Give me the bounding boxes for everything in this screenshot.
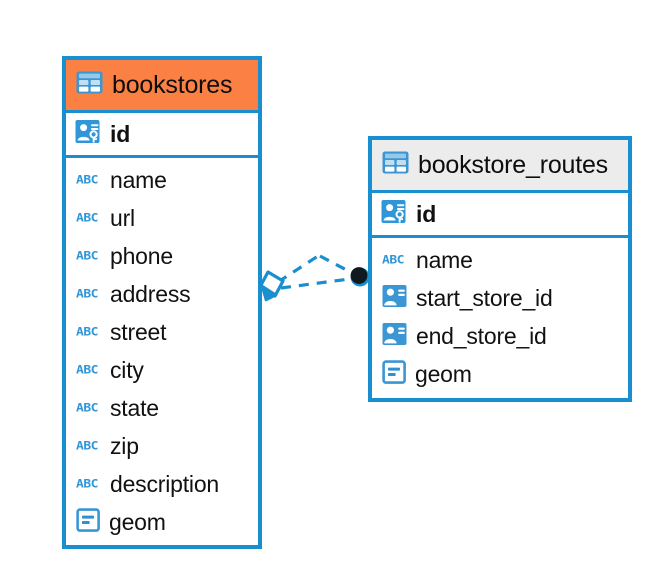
foreign-key-icon [382, 284, 408, 313]
table-header-bookstores[interactable]: bookstores [66, 60, 258, 110]
entity-table-bookstore-routes[interactable]: bookstore_routes id ABC name [368, 136, 632, 402]
field-list-bookstore-routes: ABC name start_store_id [372, 238, 628, 393]
field-label: city [110, 356, 144, 383]
one-endpoint-circle [350, 267, 370, 287]
field-row-name[interactable]: ABC name [372, 241, 628, 279]
field-label: id [416, 200, 437, 227]
table-title: bookstore_routes [418, 150, 608, 179]
field-row-url[interactable]: ABC url [66, 199, 258, 237]
abc-text-icon: ABC [76, 325, 98, 339]
field-label: url [110, 204, 135, 231]
field-label: id [110, 120, 131, 147]
field-label: end_store_id [416, 322, 547, 349]
field-row-address[interactable]: ABC address [66, 275, 258, 313]
field-label: geom [415, 360, 472, 387]
geometry-icon [382, 359, 407, 389]
field-label: name [416, 246, 473, 273]
abc-text-icon: ABC [76, 249, 98, 263]
entity-table-bookstores[interactable]: bookstores id ABC name [62, 56, 262, 549]
field-list-bookstores: ABC name ABC url ABC phone ABC address A… [66, 158, 258, 541]
geometry-icon [76, 507, 101, 537]
abc-text-icon: ABC [76, 363, 98, 377]
field-row-zip[interactable]: ABC zip [66, 427, 258, 465]
field-row-name[interactable]: ABC name [66, 161, 258, 199]
field-label: address [110, 280, 191, 307]
abc-text-icon: ABC [76, 173, 98, 187]
field-row-start-store-id[interactable]: start_store_id [372, 279, 628, 317]
field-row-city[interactable]: ABC city [66, 351, 258, 389]
field-label: state [110, 394, 159, 421]
abc-text-icon: ABC [76, 401, 98, 415]
foreign-key-icon [382, 322, 408, 351]
abc-text-icon: ABC [76, 211, 98, 225]
field-label: phone [110, 242, 173, 269]
field-label: name [110, 166, 167, 193]
abc-text-icon: ABC [382, 253, 404, 267]
field-row-street[interactable]: ABC street [66, 313, 258, 351]
field-label: zip [110, 432, 139, 459]
field-row-geom[interactable]: geom [66, 503, 258, 541]
field-row-state[interactable]: ABC state [66, 389, 258, 427]
field-label: street [110, 318, 167, 345]
field-row-description[interactable]: ABC description [66, 465, 258, 503]
field-label: description [110, 470, 220, 497]
field-row-primary-key[interactable]: id [372, 190, 628, 238]
field-label: geom [109, 508, 166, 535]
relationship-line-upper-left [277, 254, 319, 284]
abc-text-icon: ABC [76, 287, 98, 301]
abc-text-icon: ABC [76, 477, 98, 491]
relationship-line-middle [280, 276, 358, 290]
field-row-primary-key[interactable]: id [66, 110, 258, 158]
field-row-end-store-id[interactable]: end_store_id [372, 317, 628, 355]
field-row-phone[interactable]: ABC phone [66, 237, 258, 275]
table-grid-icon [76, 71, 103, 99]
primary-key-icon [381, 199, 408, 230]
crowsfoot-many-symbol [258, 270, 285, 302]
primary-key-icon [75, 119, 102, 150]
abc-text-icon: ABC [76, 439, 98, 453]
field-label: start_store_id [416, 284, 553, 311]
table-title: bookstores [112, 70, 233, 99]
field-row-geom[interactable]: geom [372, 355, 628, 393]
relationship-line-upper-right [319, 254, 357, 277]
table-grid-icon [382, 151, 409, 179]
table-header-bookstore-routes[interactable]: bookstore_routes [372, 140, 628, 190]
